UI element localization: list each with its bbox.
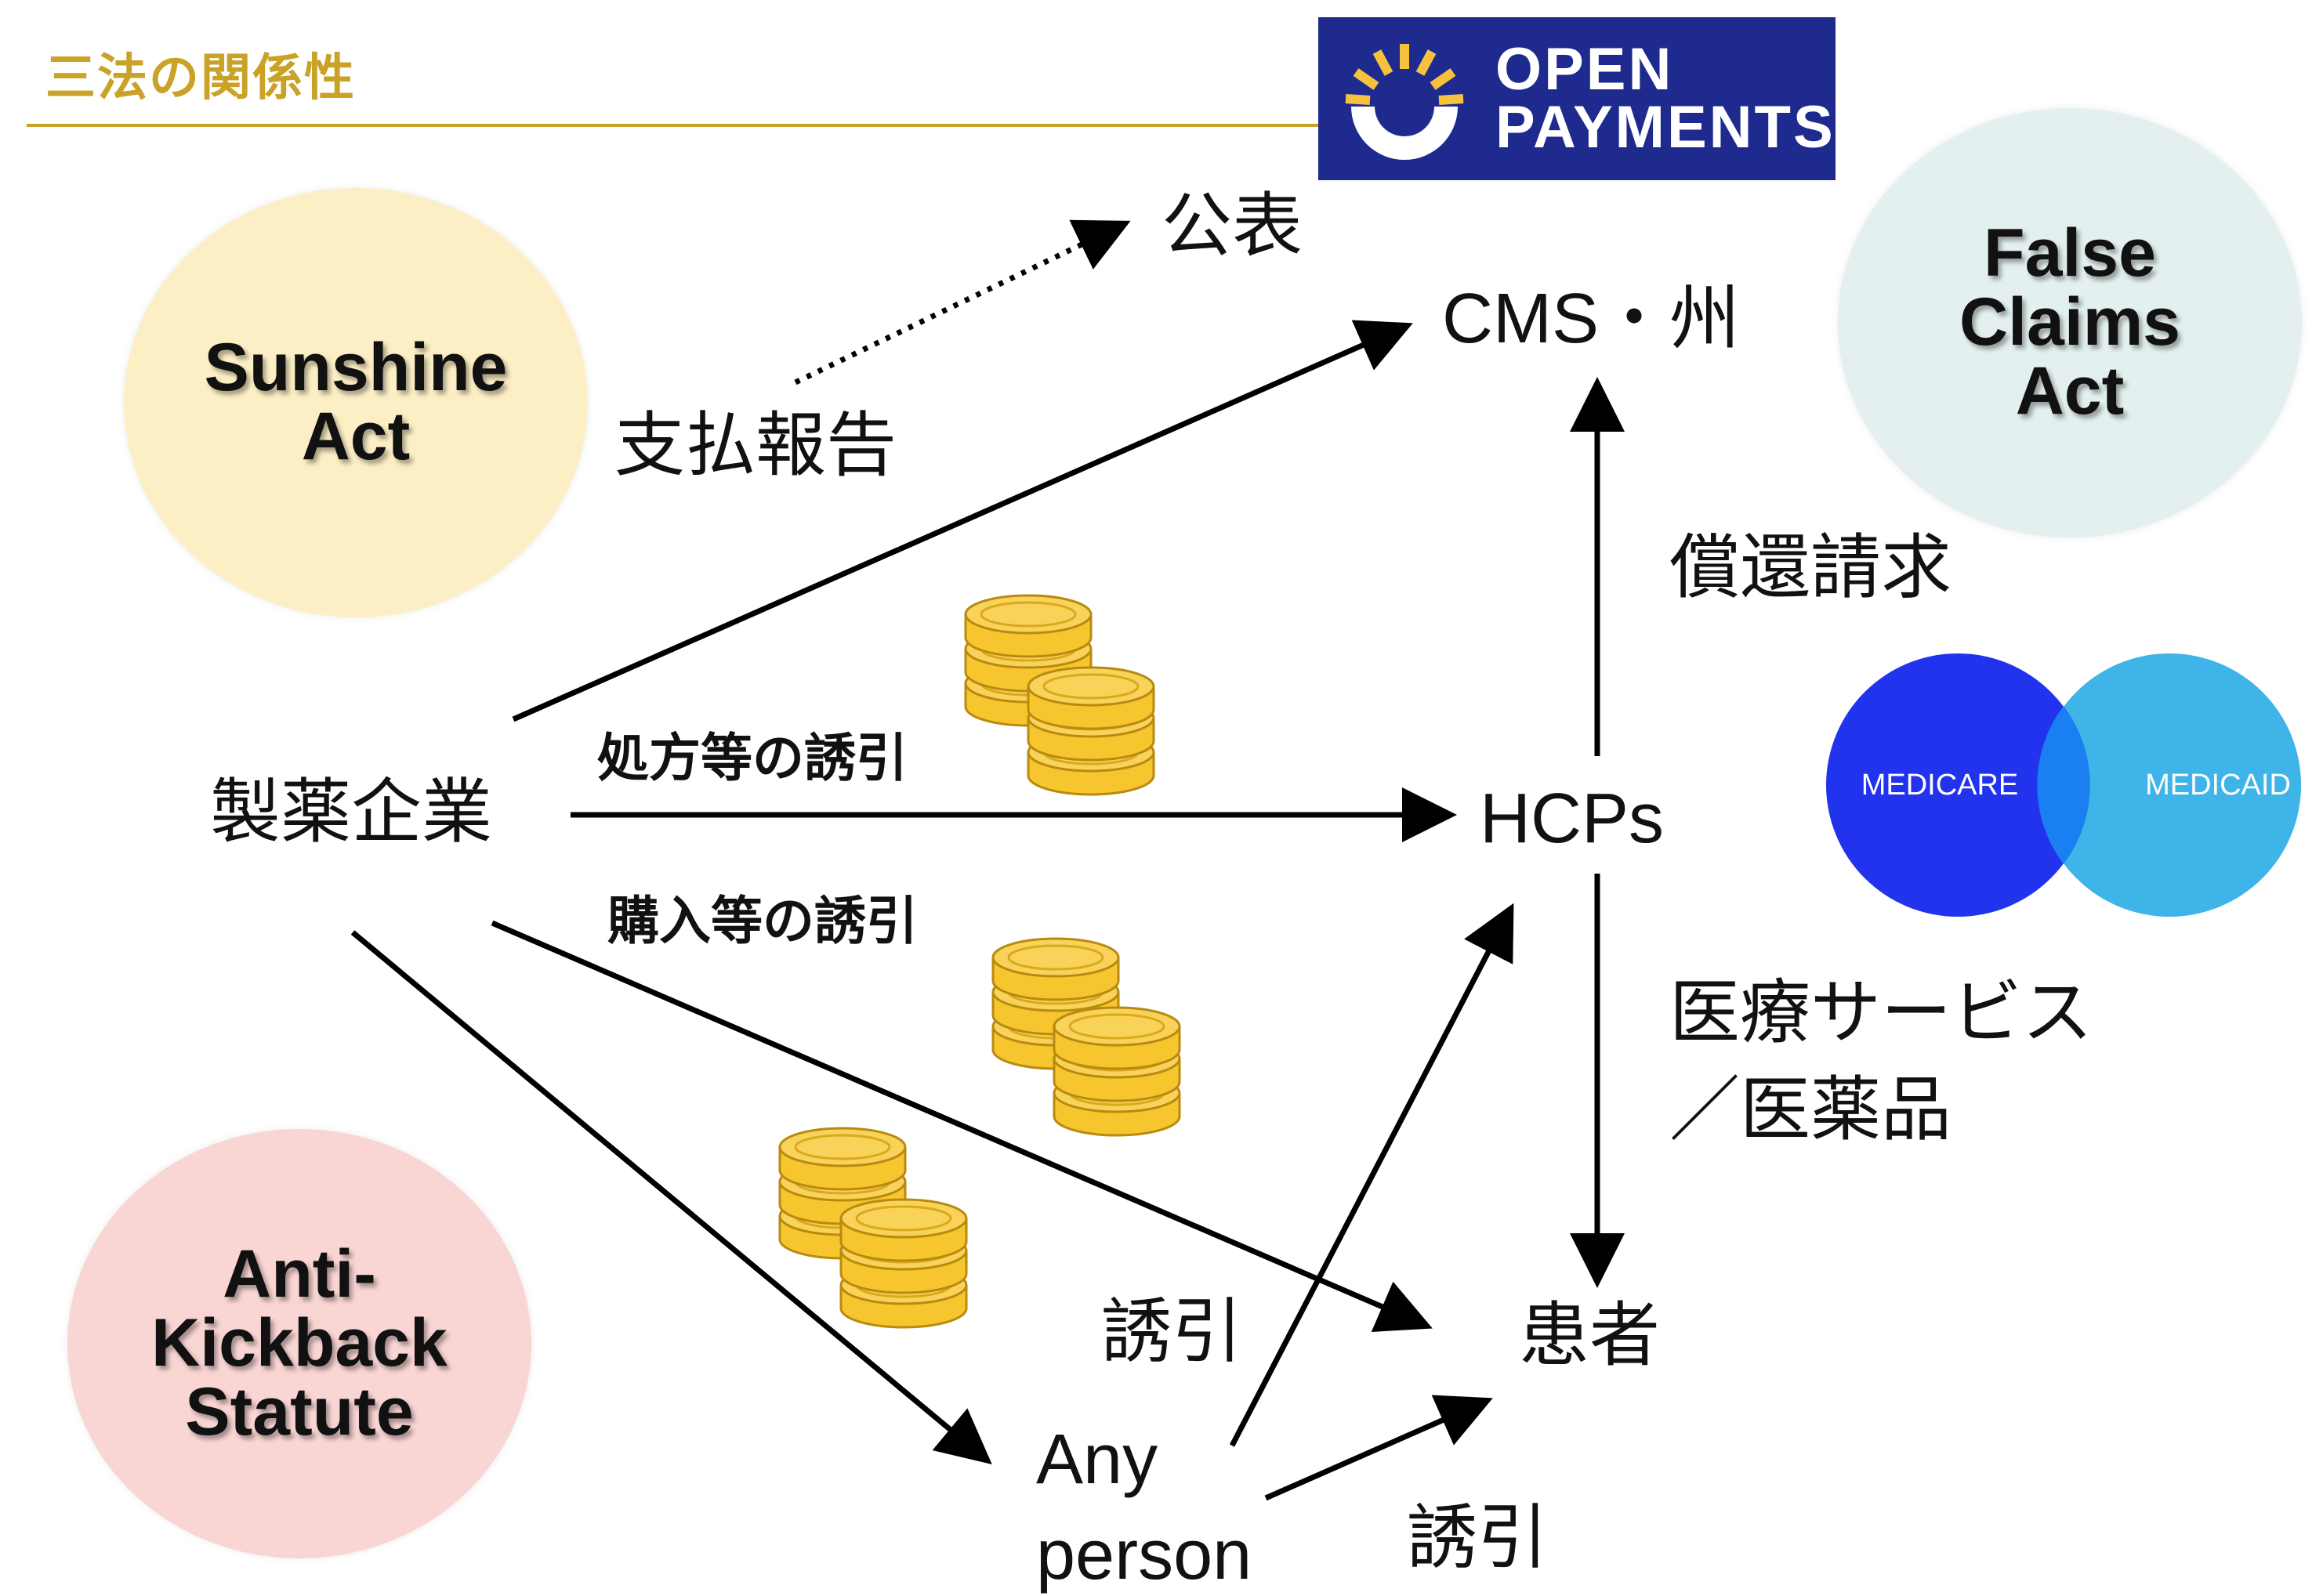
title-underline (27, 124, 1328, 127)
sunshine-line-1: Sunshine (204, 330, 508, 406)
open-payments-word-1: OPEN (1495, 35, 1674, 103)
anti-kickback-statute-circle: Anti- Kickback Statute (67, 1129, 531, 1558)
label-payment-report: 支払報告 (614, 404, 897, 487)
open-payments-logo: OPEN PAYMENTS (1318, 17, 1836, 180)
coins-icon-any-person (778, 1127, 968, 1329)
node-cms-state: CMS・州 (1442, 280, 1740, 358)
medicare-medicaid-logo: MEDICARE MEDICAID (1826, 653, 2301, 917)
medicaid-label: MEDICAID (2145, 769, 2291, 802)
arrow-pharma-to-any-person (350, 930, 992, 1464)
label-inducement-to-hcps: 誘引 (1101, 1290, 1242, 1373)
node-pharma: 製薬企業 (210, 771, 492, 853)
label-purchase-inducement: 購入等の誘引 (607, 891, 918, 951)
page-title: 三法の関係性 (45, 49, 356, 107)
sunburst-icon (1345, 44, 1464, 160)
sunshine-act-circle: Sunshine Act (124, 188, 588, 617)
anti-kickback-line-1: Anti- (223, 1236, 376, 1312)
label-reimbursement-claim: 償還請求 (1669, 527, 1952, 609)
label-medical-services-line-1: 医療サービス (1669, 972, 2093, 1054)
node-patient: 患者 (1519, 1294, 1660, 1377)
label-medical-services-line-2: ／医薬品 (1669, 1069, 1952, 1151)
arrow-pharma-to-cms (512, 320, 1413, 722)
open-payments-word-2: PAYMENTS (1495, 94, 1836, 161)
arrow-any-person-to-hcps (1229, 903, 1514, 1447)
node-any-person-line-2: person (1036, 1516, 1252, 1594)
false-claims-line-3: Act (2015, 353, 2125, 429)
false-claims-act-circle: False Claims Act (1838, 108, 2302, 537)
arrow-payment-report-to-publication (794, 219, 1131, 385)
node-publication: 公表 (1162, 185, 1303, 267)
label-prescription-inducement: 処方等の誘引 (597, 728, 908, 788)
medicare-label: MEDICARE (1861, 769, 2019, 802)
node-hcps: HCPs (1480, 780, 1665, 858)
arrow-any-person-to-patient (1264, 1395, 1493, 1501)
arrow-pharma-to-patient (491, 920, 1433, 1332)
sunshine-line-2: Act (301, 399, 411, 474)
false-claims-line-2: Claims (1959, 284, 2181, 360)
node-any-person-line-1: Any (1036, 1420, 1158, 1499)
label-inducement-to-patient: 誘引 (1407, 1496, 1548, 1579)
false-claims-line-1: False (1984, 215, 2156, 291)
anti-kickback-line-2: Kickback (151, 1305, 448, 1381)
coins-icon-prescription (964, 594, 1155, 796)
coins-icon-purchase (991, 937, 1181, 1137)
anti-kickback-line-3: Statute (185, 1373, 414, 1449)
